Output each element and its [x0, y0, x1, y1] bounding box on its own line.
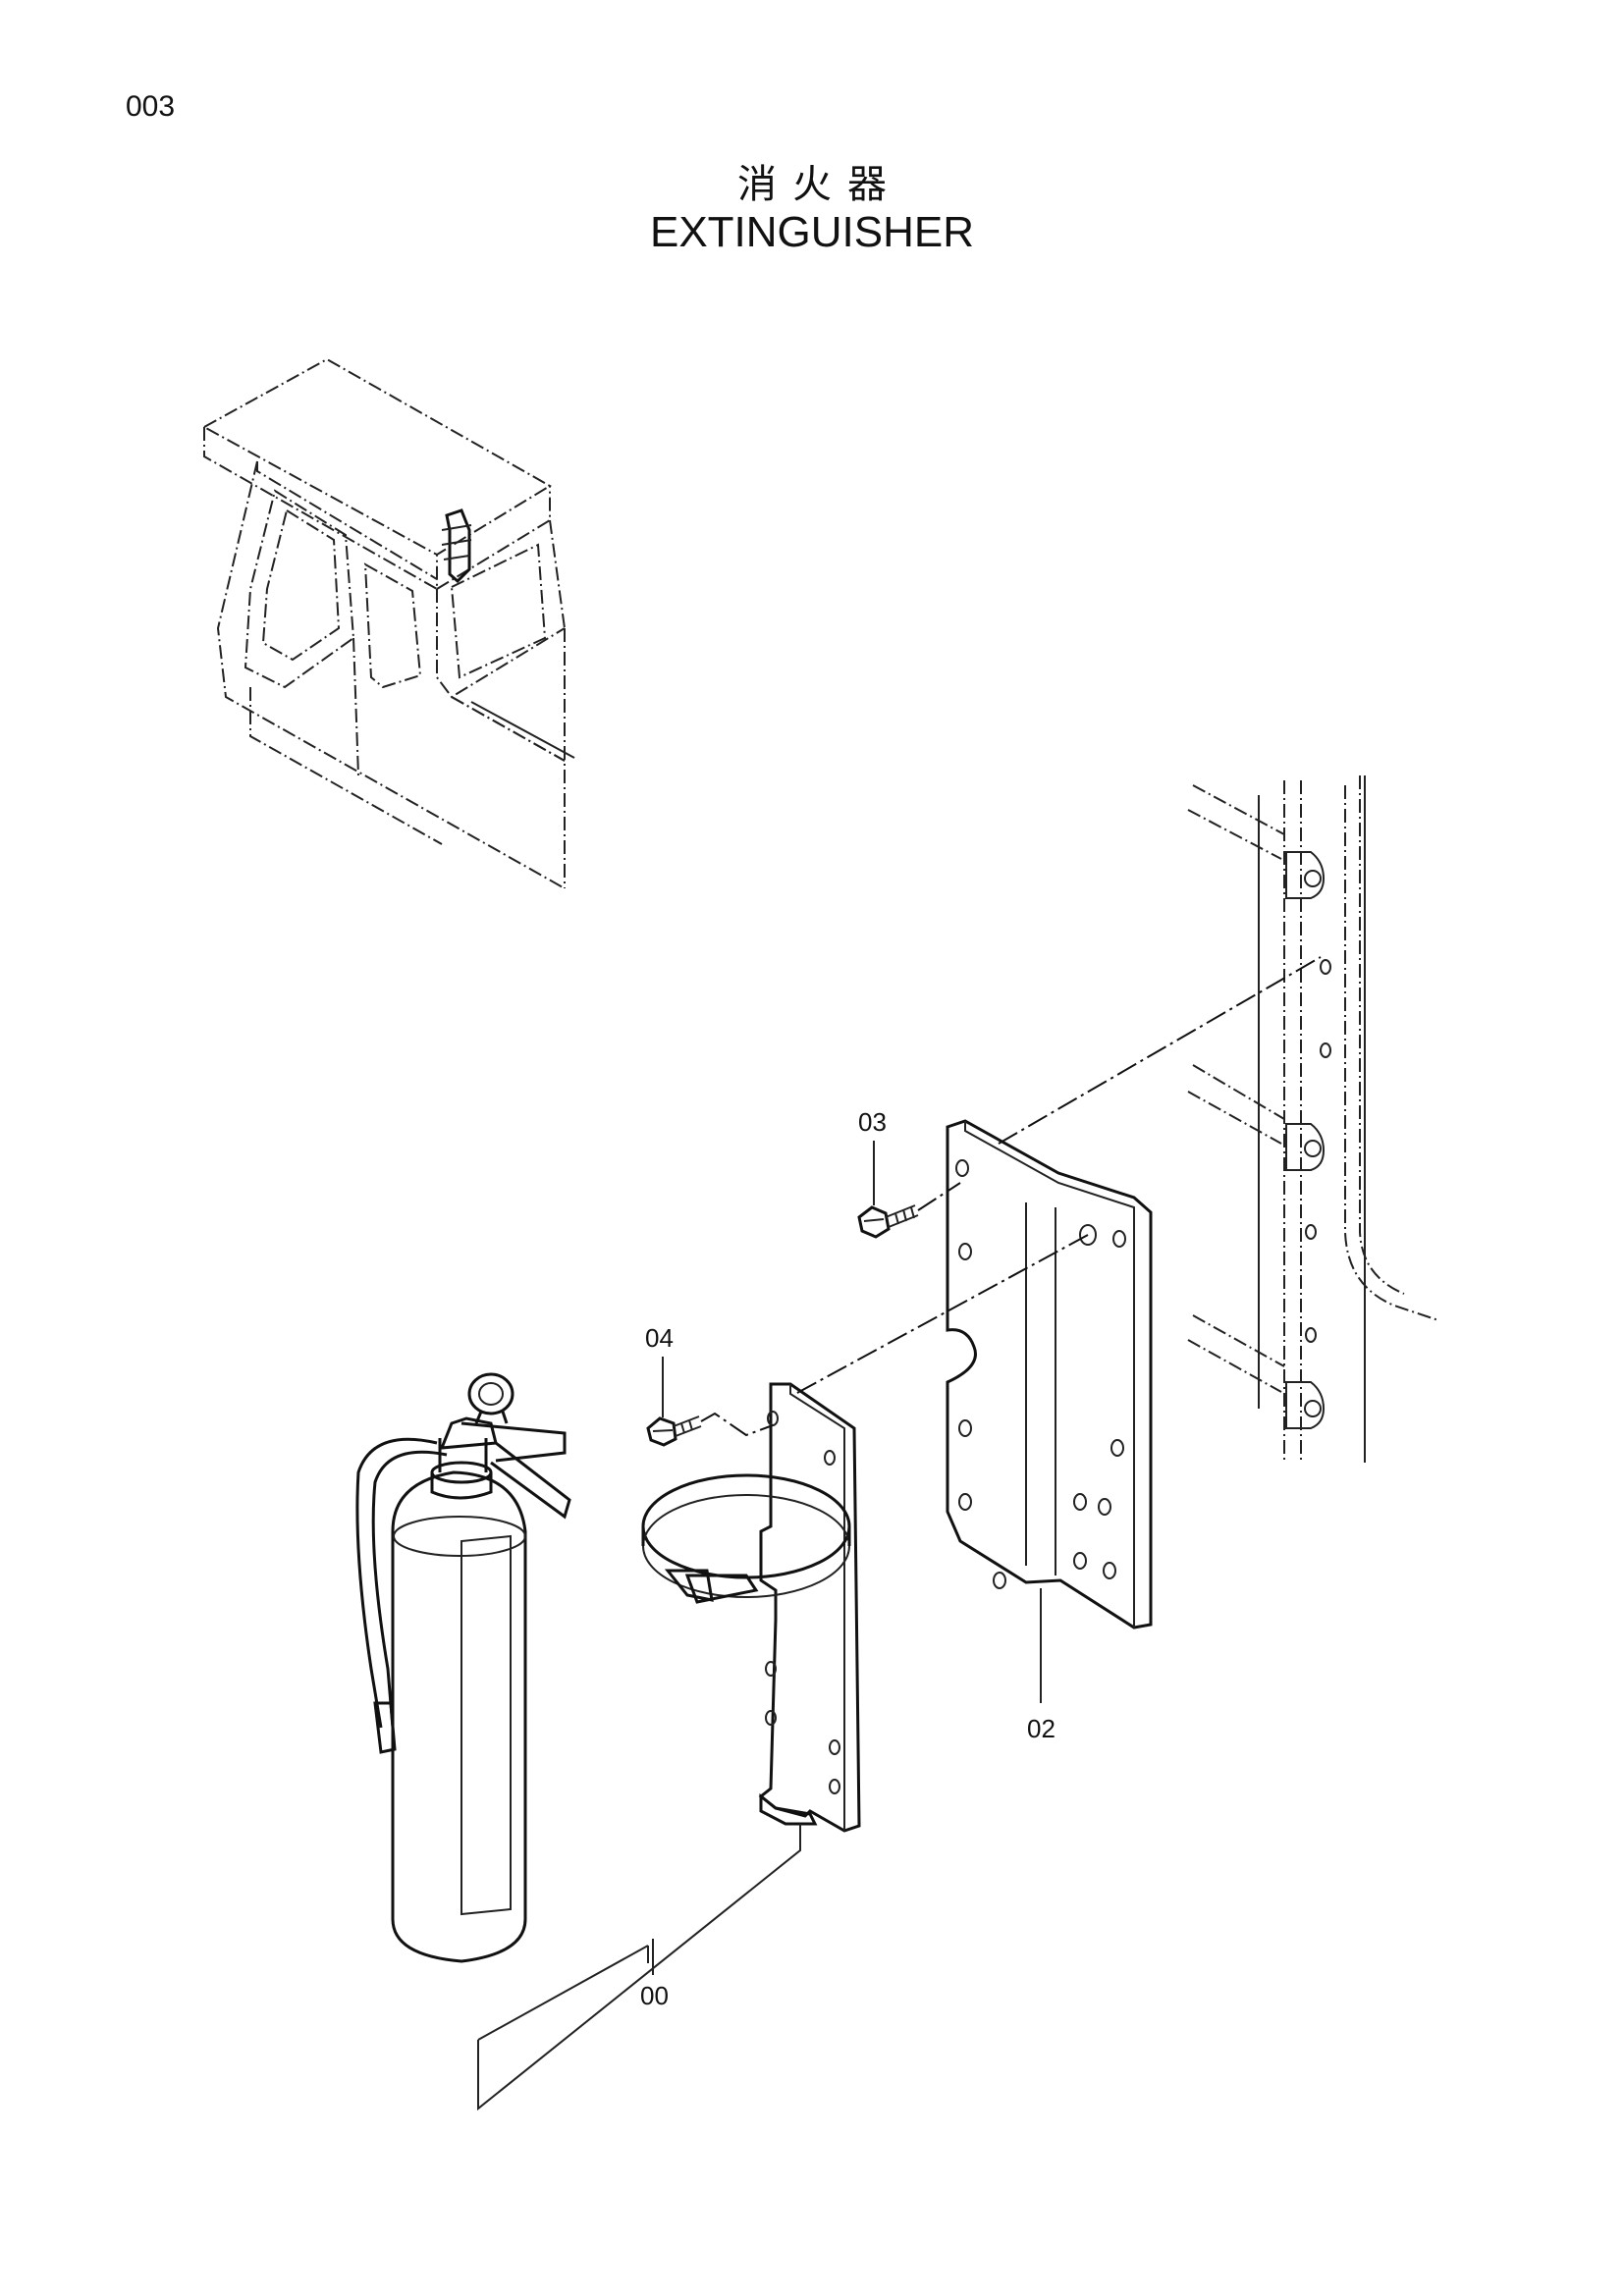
page-number: 003: [126, 90, 176, 123]
callout-03: 03: [858, 1107, 887, 1137]
bracket-plate: [946, 1119, 1153, 1629]
hinge-top: [1187, 784, 1326, 899]
extinguisher-holder: [641, 1382, 861, 1833]
cab-pillar: [1187, 775, 1439, 1463]
callout-04: 04: [645, 1323, 674, 1353]
callout-00: 00: [640, 1981, 669, 2010]
bolt-03: [857, 1204, 919, 1239]
alignment-lines: [700, 956, 1322, 1437]
callout-leaders: [477, 1141, 1042, 2111]
hinge-bottom: [1187, 1314, 1326, 1429]
callout-02: 02: [1027, 1714, 1056, 1743]
fire-extinguisher: [355, 1372, 571, 1963]
title-japanese: 消火器: [737, 162, 902, 207]
bolt-04: [646, 1415, 702, 1447]
title-english: EXTINGUISHER: [649, 208, 975, 256]
hinge-middle: [1187, 1064, 1326, 1171]
cab-overview: [201, 357, 575, 889]
